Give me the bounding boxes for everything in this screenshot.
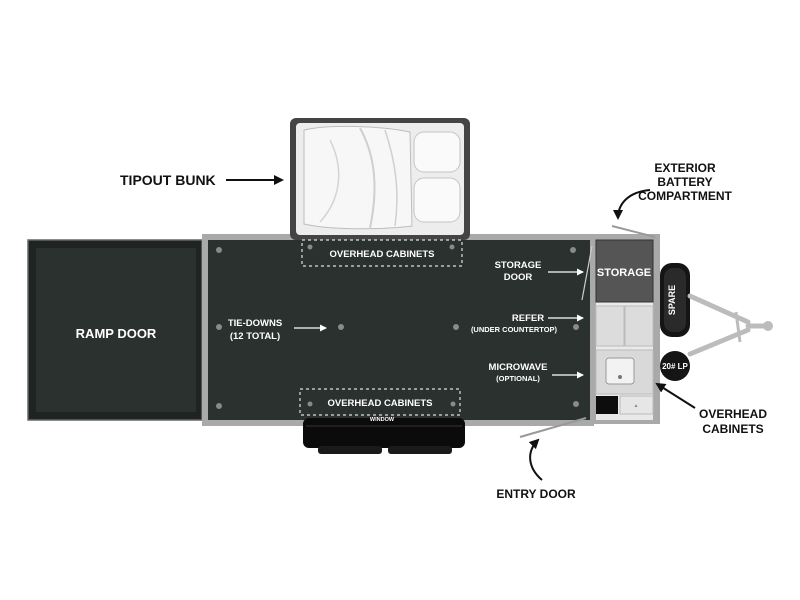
window-label: WINDOW	[370, 417, 395, 423]
tie-down-dot	[307, 244, 313, 250]
overhead-cabinets-bottom-label: OVERHEAD CABINETS	[327, 398, 432, 409]
tipout-bunk-label: TIPOUT BUNK	[120, 172, 216, 188]
refer-sub-label: (UNDER COUNTERTOP)	[471, 325, 558, 334]
refer-label: REFER	[512, 313, 544, 324]
entry-door-label: ENTRY DOOR	[496, 487, 576, 501]
battery-compartment-door	[611, 225, 656, 238]
tie-down-dot	[570, 247, 576, 253]
ramp-door: RAMP DOOR	[27, 239, 203, 421]
overhead-cabinets-right-label-1: OVERHEAD	[699, 407, 767, 421]
tie-down-dot	[216, 247, 222, 253]
arrow-icon	[655, 382, 696, 409]
microwave-sub-label: (OPTIONAL)	[496, 374, 540, 383]
storage-door-label-1: STORAGE	[495, 260, 542, 271]
tie-down-points	[216, 244, 579, 409]
overhead-cabinets-bottom	[299, 388, 461, 416]
overhead-cabinets-right-label-2: CABINETS	[702, 422, 763, 436]
hitch-crossbar	[734, 311, 742, 343]
microwave-label: MICROWAVE	[489, 362, 548, 373]
tipout-bunk	[290, 118, 470, 240]
appliance-panel	[596, 396, 618, 414]
tie-downs-sub-label: (12 TOTAL)	[230, 331, 280, 342]
curved-arrow-icon	[528, 438, 543, 481]
tie-down-dot	[450, 401, 456, 407]
ramp-door-label: RAMP DOOR	[76, 326, 157, 341]
exterior-battery-label-3: COMPARTMENT	[638, 189, 732, 203]
tie-down-dot	[453, 324, 459, 330]
tire-icon: SPARE	[660, 263, 690, 337]
overhead-cabinets-top-label: OVERHEAD CABINETS	[329, 249, 434, 260]
tie-down-dot	[307, 401, 313, 407]
hitch-ball	[763, 321, 773, 331]
lp-label: 20# LP	[662, 362, 688, 371]
sink-icon	[605, 357, 635, 385]
axle-wheels	[303, 418, 465, 454]
exterior-battery-label-1: EXTERIOR	[654, 161, 716, 175]
overhead-cabinets-top	[301, 239, 463, 267]
exterior-battery-label-2: BATTERY	[657, 175, 712, 189]
tie-down-dot	[573, 401, 579, 407]
lp-tank-icon: 20# LP	[660, 351, 690, 381]
svg-text:▲: ▲	[634, 403, 639, 409]
storage-label: STORAGE	[597, 267, 651, 279]
curved-arrow-icon	[613, 189, 651, 220]
tie-down-dot	[216, 324, 222, 330]
hitch-icon	[687, 293, 769, 357]
tie-down-dot	[449, 244, 455, 250]
tie-down-dot	[573, 324, 579, 330]
spare-label: SPARE	[667, 285, 677, 315]
storage-door-line	[581, 245, 593, 301]
tie-downs-label: TIE-DOWNS	[228, 318, 282, 329]
storage-door-label-2: DOOR	[504, 272, 533, 283]
front-kitchen: STORAGE ▲	[595, 239, 654, 415]
tie-down-dot	[216, 403, 222, 409]
entry-door-swing	[519, 417, 587, 438]
tie-down-dot	[338, 324, 344, 330]
